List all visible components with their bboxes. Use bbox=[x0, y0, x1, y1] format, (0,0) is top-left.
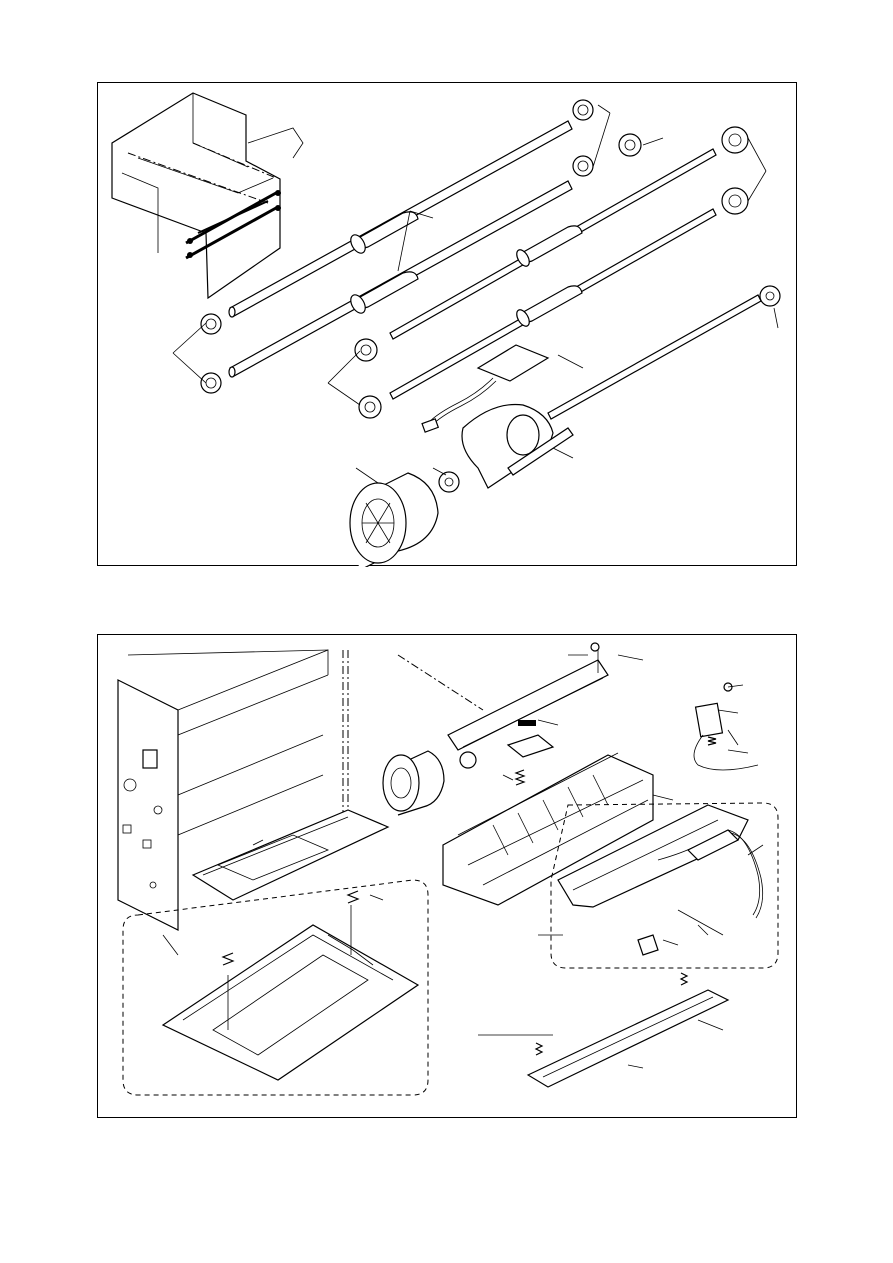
roller-shaft-3 bbox=[389, 148, 717, 340]
leader-lines bbox=[172, 104, 779, 484]
sensor-bracket bbox=[421, 344, 550, 433]
exploded-view-feed-unit-panel bbox=[97, 634, 797, 1118]
lower-paper-tray bbox=[161, 890, 420, 1081]
printer-frame-thumbnail bbox=[111, 92, 304, 300]
roller-shaft-5 bbox=[547, 294, 762, 420]
feed-roller-shaft-1 bbox=[228, 120, 573, 318]
pickup-roller bbox=[349, 472, 439, 567]
machine-side-frame bbox=[117, 649, 349, 931]
pickup-roller bbox=[382, 750, 477, 816]
leader-lines bbox=[162, 654, 764, 1069]
feed-roller-shaft-2 bbox=[228, 180, 573, 378]
upper-bracket-bar bbox=[397, 642, 644, 758]
feed-unit-drawing bbox=[117, 642, 779, 1096]
feed-unit-main bbox=[442, 752, 654, 906]
upper-paper-tray bbox=[191, 809, 390, 901]
roller-shaft-4 bbox=[389, 208, 717, 400]
solenoid bbox=[693, 682, 759, 771]
exploded-view-rollers-panel bbox=[97, 82, 797, 567]
bushing-icon bbox=[200, 99, 781, 493]
sensor-arm bbox=[637, 829, 764, 956]
rollers-drawing bbox=[111, 92, 781, 567]
bottom-guide-plate bbox=[526, 972, 730, 1088]
lever-assembly bbox=[461, 403, 574, 489]
tray-detail-enclosure bbox=[122, 879, 429, 1096]
